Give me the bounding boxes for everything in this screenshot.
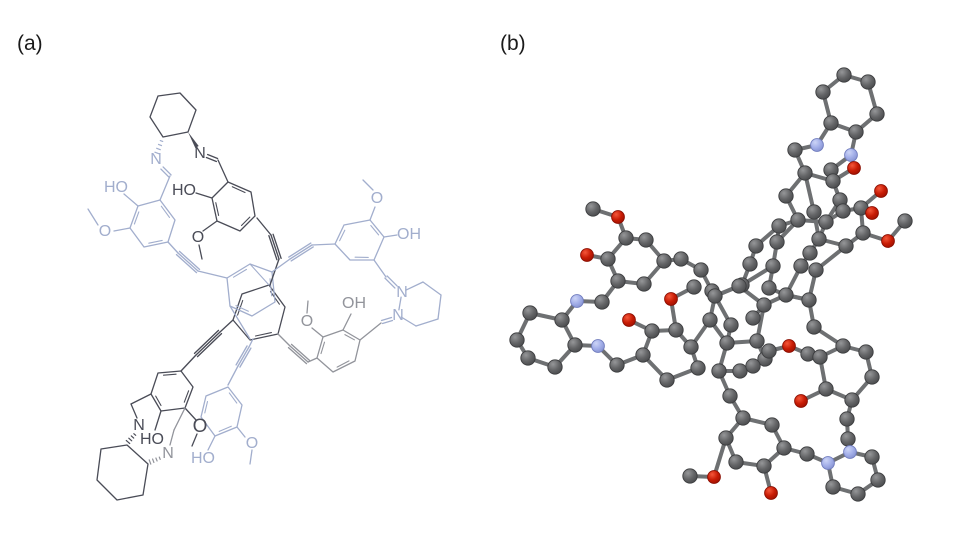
svg-text:O: O xyxy=(301,313,313,330)
svg-text:(a): (a) xyxy=(17,32,43,55)
svg-text:OH: OH xyxy=(397,226,421,243)
svg-text:O: O xyxy=(99,223,111,240)
svg-text:N: N xyxy=(150,151,162,168)
svg-text:O: O xyxy=(193,416,208,437)
svg-text:N: N xyxy=(194,145,206,162)
svg-text:HO: HO xyxy=(172,182,196,199)
svg-text:N: N xyxy=(396,284,408,301)
svg-text:N: N xyxy=(392,307,404,324)
svg-text:HO: HO xyxy=(191,450,215,467)
svg-text:O: O xyxy=(246,435,258,452)
svg-text:OH: OH xyxy=(342,295,366,312)
svg-text:(b): (b) xyxy=(500,32,526,55)
svg-text:HO: HO xyxy=(140,431,164,448)
svg-text:O: O xyxy=(192,229,204,246)
svg-text:O: O xyxy=(371,190,383,207)
svg-text:HO: HO xyxy=(104,179,128,196)
